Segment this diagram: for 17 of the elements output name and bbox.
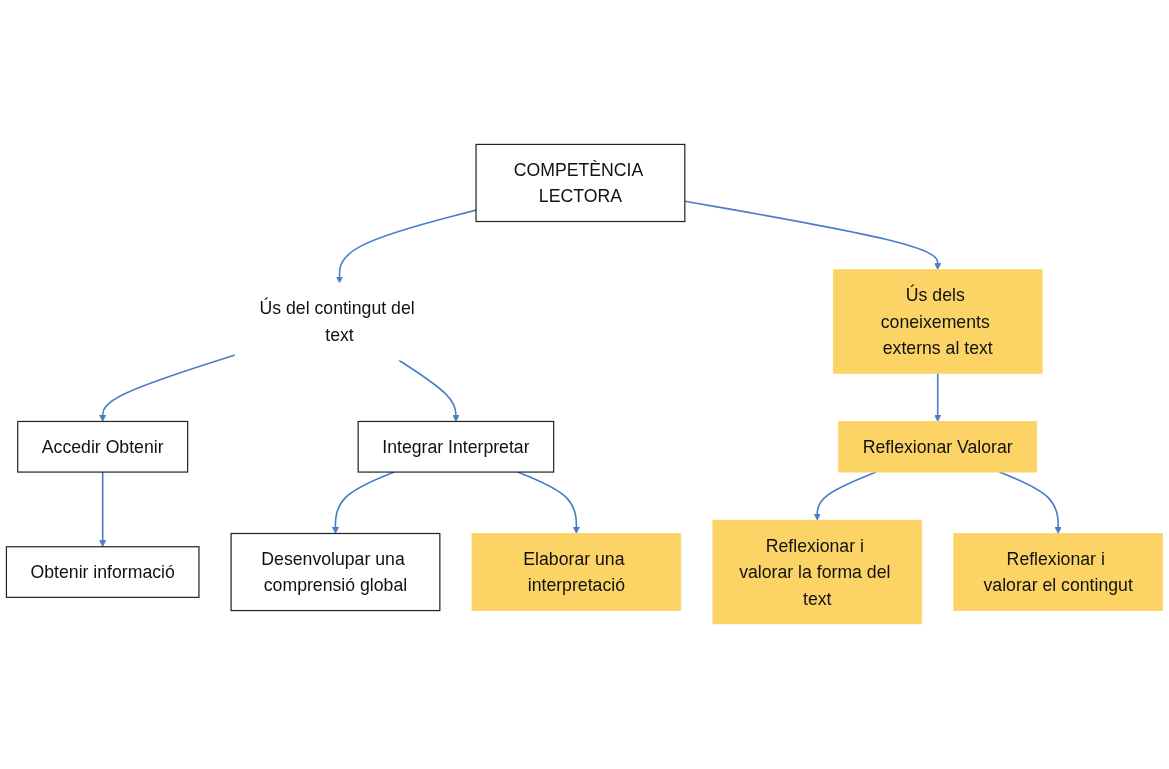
node-box: Desenvolupar una comprensió global [230, 533, 441, 612]
node-box: Integrar Interpretar [357, 421, 555, 474]
arrow [99, 354, 236, 423]
node-box: Obtenir informació [5, 546, 200, 599]
arrow [397, 359, 460, 423]
arrow [684, 200, 942, 271]
node-box: Ús dels coneixements externs al text [832, 269, 1043, 375]
node-box: Accedir Obtenir [17, 421, 189, 474]
node-box: COMPETÈNCIA LECTORA [475, 144, 686, 223]
node-box: Elaborar una interpretació [471, 533, 682, 612]
node-box: Reflexionar i valorar la forma del text [712, 520, 923, 625]
arrow [934, 372, 942, 423]
arrow [336, 209, 477, 284]
arrow [99, 471, 107, 548]
node-text: Ús del contingut del text [259, 298, 415, 346]
node-box: Reflexionar i valorar el contingut [953, 533, 1163, 612]
node-box: Reflexionar Valorar [838, 421, 1038, 473]
